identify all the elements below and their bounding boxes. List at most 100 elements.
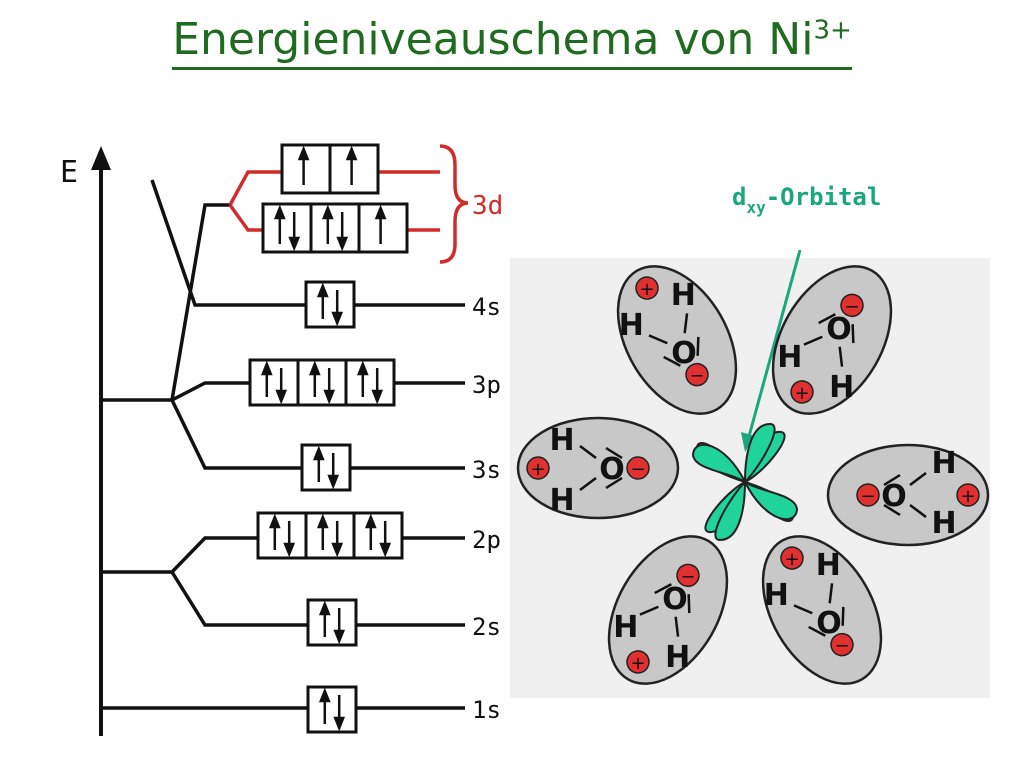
hydrogen-atom: H: [671, 278, 696, 313]
water-ligand: HHO+−: [516, 416, 680, 520]
bond: [838, 346, 844, 367]
electron-up-arrow-head: [356, 360, 369, 376]
callout-arrow-head: [741, 432, 755, 452]
lone-pair: [605, 446, 623, 460]
hydrogen-atom: H: [764, 578, 789, 613]
orbital-callout-label: dxy-Orbital: [732, 183, 881, 217]
electron-down-arrow-head: [379, 542, 392, 558]
lone-pair: [663, 355, 681, 367]
bond: [579, 477, 597, 491]
positive-charge: [526, 456, 550, 480]
energy-axis-label: E: [60, 155, 78, 190]
water-ligand: HHO+−: [761, 535, 883, 685]
ligand-ellipse: [516, 416, 680, 520]
hydrogen-atom: H: [931, 506, 956, 541]
lone-pair: [883, 473, 901, 487]
electron-up-arrow-head: [345, 145, 358, 161]
positive-charge: [635, 276, 659, 300]
positive-charge-sign: +: [639, 279, 654, 300]
bond: [579, 445, 597, 459]
electron-down-arrow-head: [327, 474, 340, 490]
bond: [828, 583, 834, 604]
oxygen-atom: O: [662, 582, 688, 617]
bond: [909, 472, 927, 486]
electron-down-arrow-head: [288, 236, 301, 252]
negative-charge-sign: −: [630, 459, 645, 480]
hydrogen-atom: H: [816, 548, 841, 583]
bond: [648, 334, 668, 345]
electron-up-arrow-head: [316, 282, 329, 298]
hydrogen-atom: H: [665, 640, 690, 675]
level-label-3d: 3d: [472, 191, 503, 221]
negative-charge-sign: −: [834, 636, 849, 657]
hydrogen-atom: H: [613, 610, 638, 645]
negative-charge-sign: −: [689, 366, 704, 387]
level-label-4s: 4s: [472, 293, 501, 321]
electron-up-arrow-head: [318, 687, 331, 703]
positive-charge-sign: +: [794, 383, 809, 404]
level-lines: [101, 179, 465, 710]
electron-up-arrow-head: [364, 513, 377, 529]
electron-up-arrow-head: [308, 360, 321, 376]
dxy-orbital: [691, 422, 799, 542]
water-ligand: HHO + −: [607, 535, 729, 685]
water-ligand: HHO+−: [771, 265, 893, 415]
electron-up-arrow-head: [260, 360, 273, 376]
bond: [674, 616, 680, 637]
electron-up-arrow-head: [374, 204, 387, 220]
lone-pair: [818, 313, 836, 325]
electron-up-arrow-head: [321, 204, 334, 220]
electron-down-arrow-head: [323, 389, 336, 405]
electron-down-arrow-head: [371, 389, 384, 405]
positive-charge-sign: +: [630, 653, 645, 674]
lone-pair: [841, 606, 845, 626]
negative-charge: [856, 483, 880, 507]
electron-down-arrow-head: [331, 311, 344, 327]
box-dividers: [296, 145, 361, 558]
bond: [909, 504, 927, 518]
electron-up-arrow-head: [318, 600, 331, 616]
positive-charge: [780, 546, 804, 570]
negative-charge-sign: −: [680, 566, 695, 587]
level-label-2p: 2p: [472, 526, 501, 554]
orbital-boxes: [248, 143, 409, 734]
electron-down-arrow-head: [333, 629, 346, 645]
lone-pair: [883, 503, 901, 517]
electron-down-arrow-head: [336, 236, 349, 252]
callout-arrow-line: [746, 249, 802, 441]
negative-charge-sign: −: [860, 486, 875, 507]
negative-charge: [676, 563, 700, 588]
positive-charge-sign: +: [784, 549, 799, 570]
level-label-3s: 3s: [472, 456, 501, 484]
oxygen-atom: O: [599, 452, 625, 487]
water-ligand: HHO+−: [616, 265, 738, 415]
lone-pair: [687, 594, 691, 614]
lone-pair: [605, 476, 623, 490]
positive-charge-sign: +: [530, 459, 545, 480]
electron-up-arrow-head: [316, 513, 329, 529]
electron-down-arrow-head: [283, 542, 296, 558]
positive-charge-sign: +: [960, 486, 975, 507]
hydrogen-atom: H: [931, 446, 956, 481]
title-text: Energieniveauschema von Ni: [172, 14, 814, 65]
level-label-2s: 2s: [472, 613, 501, 641]
hydrogen-atom: H: [777, 340, 802, 375]
negative-charge: [685, 362, 709, 387]
lone-pair: [851, 324, 855, 344]
electron-up-arrow-head: [297, 145, 310, 161]
positive-charge: [956, 483, 980, 507]
bond: [639, 605, 659, 616]
negative-charge: [830, 632, 854, 657]
bond: [793, 604, 813, 615]
electron-up-arrow-head: [312, 445, 325, 461]
lone-pair: [654, 583, 672, 595]
title-superscript: 3+: [813, 15, 852, 46]
hydrogen-atom: H: [549, 483, 574, 518]
electron-down-arrow-head: [275, 389, 288, 405]
lone-pair: [808, 625, 826, 637]
lone-pair: [696, 336, 700, 356]
positive-charge: [626, 650, 650, 674]
negative-charge: [840, 293, 864, 318]
water-ligand: HHO+−: [826, 443, 990, 547]
